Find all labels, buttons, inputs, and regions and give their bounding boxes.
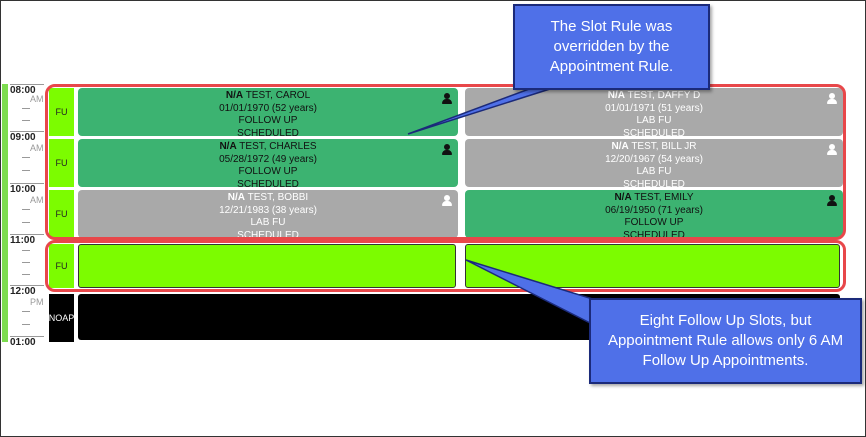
hour-label: 08:00 <box>10 84 44 96</box>
appointment-card[interactable]: N/A TEST, EMILY 06/19/1950 (71 years) FO… <box>465 190 843 238</box>
slot-type-label-noap[interactable]: NOAP <box>49 294 74 342</box>
time-tick <box>22 120 30 121</box>
time-tick <box>22 250 30 251</box>
appointment-status: SCHEDULED <box>623 127 685 137</box>
appointment-type: FOLLOW UP <box>238 115 298 126</box>
person-icon[interactable] <box>827 144 837 155</box>
patient-dob: 12/20/1967 (54 years) <box>605 153 703 165</box>
appointment-status: SCHEDULED <box>623 178 685 188</box>
time-tick <box>22 108 30 109</box>
patient-dob: 01/01/1971 (51 years) <box>605 102 703 114</box>
follow-up-slots-callout: Eight Follow Up Slots, but Appointment R… <box>589 298 862 384</box>
time-tick <box>22 170 30 171</box>
person-icon[interactable] <box>442 144 452 155</box>
appointment-type: LAB FU <box>636 115 672 126</box>
time-tick <box>22 222 30 223</box>
patient-dob: 12/21/1983 (38 years) <box>219 204 317 216</box>
appointment-type: FOLLOW UP <box>624 217 684 228</box>
slot-type-label[interactable]: FU <box>49 139 74 187</box>
hour-label: 09:00 <box>10 131 44 143</box>
appointment-card[interactable]: N/A TEST, CHARLES 05/28/1972 (49 years) … <box>78 139 458 187</box>
person-icon[interactable] <box>442 195 452 206</box>
time-gutter: 08:00 AM 09:00 AM 10:00 AM 11:00 12:00 P… <box>8 84 44 348</box>
appointment-type: FOLLOW UP <box>238 166 298 177</box>
patient-name: N/A TEST, EMILY <box>614 192 694 203</box>
time-tick <box>22 209 30 210</box>
appointment-card[interactable]: N/A TEST, CAROL 01/01/1970 (52 years) FO… <box>78 88 458 136</box>
ampm-label: AM <box>30 94 44 104</box>
time-tick <box>22 324 30 325</box>
slot-type-label[interactable]: FU <box>49 244 74 288</box>
booked-slots-highlight <box>45 84 846 240</box>
person-icon[interactable] <box>827 195 837 206</box>
day-indicator-strip <box>2 84 8 342</box>
appointment-status: SCHEDULED <box>237 127 299 137</box>
time-tick <box>22 262 30 263</box>
appointment-card[interactable]: N/A TEST, BOBBI 12/21/1983 (38 years) LA… <box>78 190 458 238</box>
hour-label: 10:00 <box>10 183 44 195</box>
appointment-status: SCHEDULED <box>237 229 299 239</box>
appointment-status: SCHEDULED <box>623 229 685 239</box>
time-tick <box>22 157 30 158</box>
appointment-type: LAB FU <box>250 217 286 228</box>
slot-type-label[interactable]: FU <box>49 88 74 136</box>
ampm-label: PM <box>30 297 44 307</box>
patient-name: N/A TEST, CHARLES <box>219 141 317 152</box>
hour-label: 01:00 <box>10 336 44 348</box>
open-slot[interactable] <box>78 244 456 288</box>
appointment-type: LAB FU <box>636 166 672 177</box>
time-tick <box>22 311 30 312</box>
patient-name: N/A TEST, DAFFY D <box>607 90 701 101</box>
hour-label: 11:00 <box>10 234 44 246</box>
appointment-status: SCHEDULED <box>237 178 299 188</box>
time-tick <box>22 274 30 275</box>
appointment-card[interactable]: N/A TEST, BILL JR 12/20/1967 (54 years) … <box>465 139 843 187</box>
hour-label: 12:00 <box>10 285 44 297</box>
ampm-label: AM <box>30 195 44 205</box>
ampm-label: AM <box>30 143 44 153</box>
open-slots-highlight <box>45 240 846 292</box>
person-icon[interactable] <box>827 93 837 104</box>
patient-dob: 06/19/1950 (71 years) <box>605 204 703 216</box>
patient-dob: 01/01/1970 (52 years) <box>219 102 317 114</box>
patient-dob: 05/28/1972 (49 years) <box>219 153 317 165</box>
patient-name: N/A TEST, BILL JR <box>611 141 697 152</box>
slot-rule-callout: The Slot Rule was overridden by the Appo… <box>513 4 710 90</box>
patient-name: N/A TEST, BOBBI <box>227 192 309 203</box>
patient-name: N/A TEST, CAROL <box>225 90 311 101</box>
